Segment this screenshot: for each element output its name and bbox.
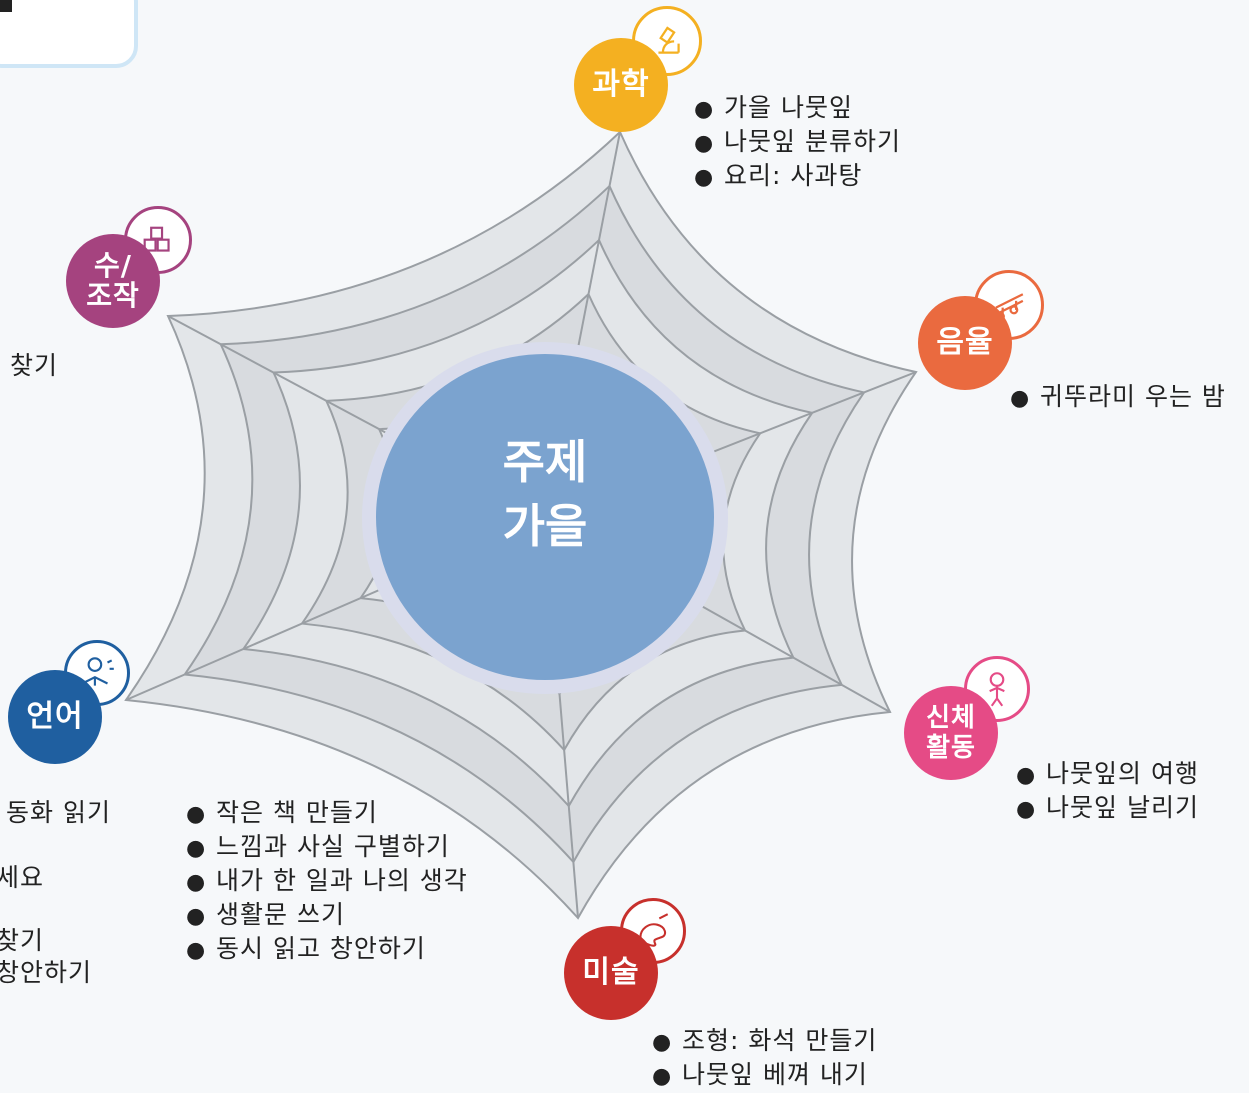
- language-cut-items-3: 찾기 창안하기: [0, 925, 92, 989]
- list-item: 조형: 화석 만들기: [652, 1025, 877, 1059]
- list-item: 귀뚜라미 우는 밤: [1010, 381, 1226, 415]
- physical-label-1: 신체: [926, 703, 976, 733]
- title-box-fragment: [0, 0, 12, 12]
- physical-label-2: 활동: [926, 733, 976, 763]
- center-circle: [376, 354, 714, 680]
- list-item: 동시 읽고 창안하기: [186, 933, 468, 967]
- math-cut-items: 찾기: [10, 350, 58, 382]
- art-items: 조형: 화석 만들기 나뭇잎 베껴 내기: [652, 1025, 877, 1093]
- list-item: 나뭇잎의 여행: [1016, 758, 1199, 792]
- language-cut-items-2: 세요: [0, 862, 44, 894]
- art-badge: 미술: [564, 926, 658, 1020]
- physical-items: 나뭇잎의 여행 나뭇잎 날리기: [1016, 758, 1199, 826]
- list-item: 생활문 쓰기: [186, 899, 468, 933]
- list-item: 느낌과 사실 구별하기: [186, 831, 468, 865]
- language-items: 작은 책 만들기 느낌과 사실 구별하기 내가 한 일과 나의 생각 생활문 쓰…: [186, 797, 468, 967]
- music-badge: 음율: [918, 296, 1012, 390]
- language-badge: 언어: [8, 670, 102, 764]
- center-line-2: 가을: [502, 499, 588, 553]
- list-item: 창안하기: [0, 958, 93, 987]
- list-item: 찾기: [10, 351, 59, 380]
- music-items: 귀뚜라미 우는 밤: [1010, 381, 1226, 415]
- list-item: 찾기: [0, 926, 45, 955]
- music-label: 음율: [936, 325, 994, 360]
- science-badge: 과학: [574, 38, 668, 132]
- center-topic: 주제 가을: [376, 430, 714, 558]
- math-badge: 수/조작: [66, 234, 160, 328]
- list-item: 요리: 사과탕: [694, 160, 901, 194]
- science-label: 과학: [592, 67, 650, 102]
- list-item: 나뭇잎 분류하기: [694, 126, 901, 160]
- art-label: 미술: [582, 955, 640, 990]
- math-label-2: 조작: [86, 279, 140, 312]
- language-label: 언어: [26, 699, 84, 734]
- math-label-1: 수/: [94, 249, 132, 282]
- title-box: [0, 0, 138, 68]
- center-line-1: 주제: [502, 435, 588, 489]
- list-item: 작은 책 만들기: [186, 797, 468, 831]
- list-item: 세요: [0, 863, 45, 892]
- list-item: 동화 읽기: [6, 798, 111, 827]
- language-cut-items: 동화 읽기: [6, 797, 111, 829]
- list-item: 나뭇잎 날리기: [1016, 792, 1199, 826]
- list-item: 내가 한 일과 나의 생각: [186, 865, 468, 899]
- science-items: 가을 나뭇잎 나뭇잎 분류하기 요리: 사과탕: [694, 92, 901, 194]
- list-item: 나뭇잎 베껴 내기: [652, 1059, 877, 1093]
- list-item: 가을 나뭇잎: [694, 92, 901, 126]
